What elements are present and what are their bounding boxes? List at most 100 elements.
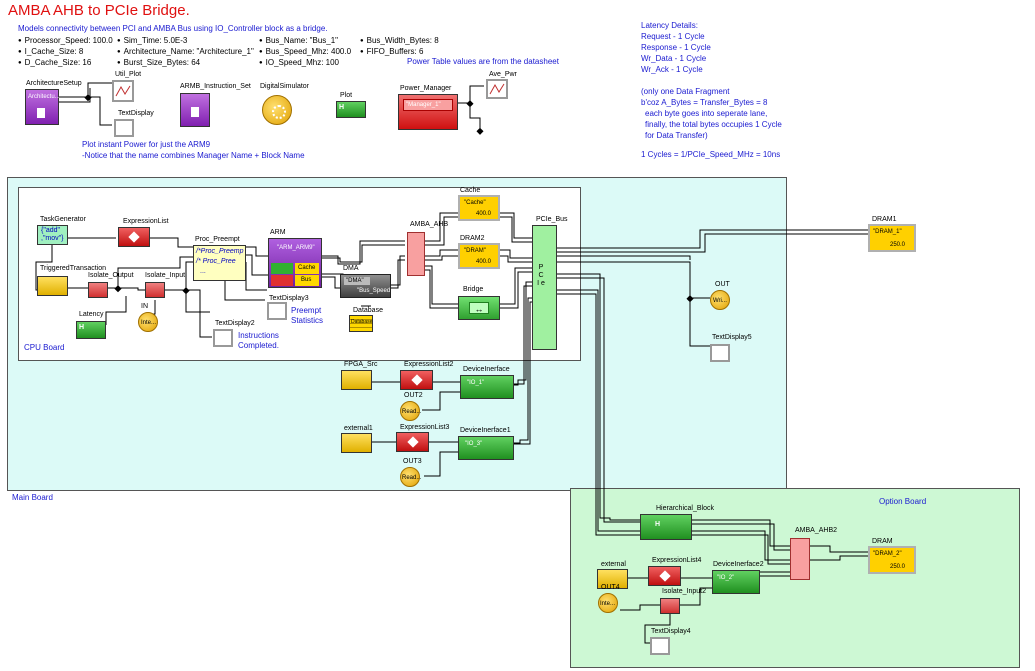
block-inner-text: /*Proc_Preemp	[196, 248, 244, 255]
expression-list-block[interactable]	[118, 227, 150, 247]
isolate-output-block[interactable]	[88, 282, 108, 298]
pcie-bus-block[interactable]: P C I e	[532, 225, 557, 350]
param: FIFO_Buffers: 6	[360, 47, 439, 58]
device-interface2-block[interactable]: "IO_2"	[712, 570, 760, 594]
proc-preempt-block[interactable]: /*Proc_Preemp /* Proc_Pree ...	[193, 245, 246, 281]
dram2-block[interactable]: "DRAM" 400.0	[458, 243, 500, 269]
note-line: Preempt	[291, 306, 322, 315]
note-line: b'coz A_Bytes = Transfer_Bytes = 8	[641, 98, 768, 107]
arch-setup-label: ArchitectureSetup	[26, 80, 82, 87]
plot-block[interactable]: H	[336, 101, 366, 118]
cpu-board-label: CPU Board	[24, 343, 65, 352]
task-generator-block[interactable]: {"add" ,"mov"}	[37, 225, 68, 245]
inte-block[interactable]: Inte...	[138, 312, 158, 332]
fpga-src-label: FPGA_Src	[344, 361, 378, 368]
textdisplay3-block[interactable]	[267, 302, 287, 320]
block-inner-text: "IO_1"	[467, 380, 485, 386]
digital-sim-label: DigitalSimulator	[260, 83, 310, 90]
block-inner-text: "Cache"	[464, 200, 486, 206]
note-line: Latency Details:	[641, 21, 698, 30]
power-manager-block[interactable]: "Manager_1"	[398, 94, 458, 130]
digital-simulator-block[interactable]	[262, 95, 292, 125]
fpga-src-block[interactable]	[341, 370, 372, 390]
database-block[interactable]: Database	[349, 315, 373, 332]
note-line: Wr_Data - 1 Cycle	[641, 54, 707, 63]
task-gen-label: TaskGenerator	[40, 216, 86, 223]
architecture-setup-block[interactable]: Architectu...	[25, 89, 60, 125]
proc-preempt-label: Proc_Preempt	[195, 236, 240, 243]
param: Bus_Speed_Mhz: 400.0	[259, 47, 351, 58]
dram2-label: DRAM2	[460, 235, 485, 242]
in-label: IN	[141, 303, 148, 310]
amba-ahb-label: AMBA_AHB	[410, 221, 449, 228]
out3-label: OUT3	[403, 458, 422, 465]
block-inner-text: P C I e	[537, 264, 545, 287]
param-group-2: Sim_Time: 5.0E-3 Architecture_Name: "Arc…	[117, 36, 254, 69]
diamond-icon	[407, 436, 419, 448]
device-interface1-block[interactable]: "IO_3"	[458, 436, 514, 460]
h-icon: H	[79, 324, 85, 331]
util-plot-label: Util_Plot	[115, 71, 142, 78]
amba-ahb2-label: AMBA_AHB2	[795, 527, 838, 534]
device-if-label: DeviceInerface	[463, 366, 510, 373]
external1-block[interactable]	[341, 433, 372, 453]
note-line: Completed.	[238, 341, 279, 350]
isolate-output-label: Isolate_Output	[88, 272, 134, 279]
textdisplay4-block[interactable]	[650, 637, 670, 655]
out-block[interactable]: Wri...	[710, 290, 730, 310]
cache-block[interactable]: "Cache" 400.0	[458, 195, 500, 221]
dma-inner: "DMA"	[344, 277, 370, 285]
dram-block[interactable]: "DRAM_2" 250.0	[868, 546, 916, 574]
gear-icon	[272, 105, 286, 119]
power-table-note: Power Table values are from the datashee…	[407, 57, 559, 66]
pcie-bus-label: PCIe_Bus	[536, 216, 568, 223]
ave-pwr-block[interactable]	[486, 79, 508, 99]
expression-list4-block[interactable]	[648, 566, 681, 586]
out2-block[interactable]: Read...	[400, 401, 422, 421]
note-line: Instructions	[238, 331, 279, 340]
block-inner-text: Read...	[402, 409, 422, 415]
param: Sim_Time: 5.0E-3	[117, 36, 254, 47]
amba-ahb-block[interactable]	[407, 232, 425, 276]
block-inner-text: 250.0	[890, 564, 906, 570]
external1-label: external1	[344, 425, 373, 432]
param: Processor_Speed: 100.0	[18, 36, 113, 47]
block-inner-text: "ARM_ARM9"	[277, 245, 315, 251]
isolate-input-block[interactable]	[145, 282, 165, 298]
expression-list3-block[interactable]	[396, 432, 429, 452]
dram1-block[interactable]: "DRAM_1" 250.0	[868, 224, 916, 252]
textdisplay2-block[interactable]	[213, 329, 233, 347]
block-inner-text: "IO_3"	[465, 441, 483, 447]
latency-details: Latency Details: Request - 1 Cycle Respo…	[641, 20, 711, 75]
arm-processor-block[interactable]: "ARM_ARM9" Cache Bus	[268, 238, 322, 288]
plot-power-note-2: -Notice that the name combines Manager N…	[82, 151, 305, 160]
armb-instr-label: ARMB_Instruction_Set	[180, 83, 251, 90]
isolate-input2-block[interactable]	[660, 598, 680, 614]
expr-list4-label: ExpressionList4	[652, 557, 702, 564]
armb-instruction-set-block[interactable]	[180, 93, 210, 127]
plot-icon	[489, 83, 505, 95]
textdisplay-top-block[interactable]	[114, 119, 134, 137]
block-inner-text: Bus	[301, 277, 312, 283]
note-line: Request - 1 Cycle	[641, 32, 705, 41]
hierarchical-block[interactable]: H	[640, 514, 692, 540]
textdisplay3-label: TextDisplay3	[269, 295, 309, 302]
block-inner-text: 250.0	[890, 242, 906, 248]
expression-list2-block[interactable]	[400, 370, 433, 390]
amba-ahb2-block[interactable]	[790, 538, 810, 580]
note-line: each byte goes into seperate lane,	[645, 109, 768, 118]
device-if2-label: DeviceInerface2	[713, 561, 764, 568]
external-block[interactable]	[597, 569, 628, 589]
dma-block[interactable]: "DMA" "Bus_Speed	[340, 274, 391, 298]
out3-block[interactable]: Read...	[400, 467, 421, 487]
main-board-label: Main Board	[12, 493, 53, 502]
triggered-transaction-block[interactable]	[37, 276, 68, 296]
util-plot-block[interactable]	[112, 80, 134, 102]
note-line: Wr_Ack - 1 Cycle	[641, 65, 703, 74]
textdisplay5-block[interactable]	[710, 344, 730, 362]
latency-block[interactable]: H	[76, 321, 106, 339]
device-interface-block[interactable]: "IO_1"	[460, 375, 514, 399]
block-inner-text: Architectu...	[28, 94, 60, 100]
out4-block[interactable]: Inte...	[598, 593, 618, 613]
bridge-block[interactable]: ↔	[458, 296, 500, 320]
